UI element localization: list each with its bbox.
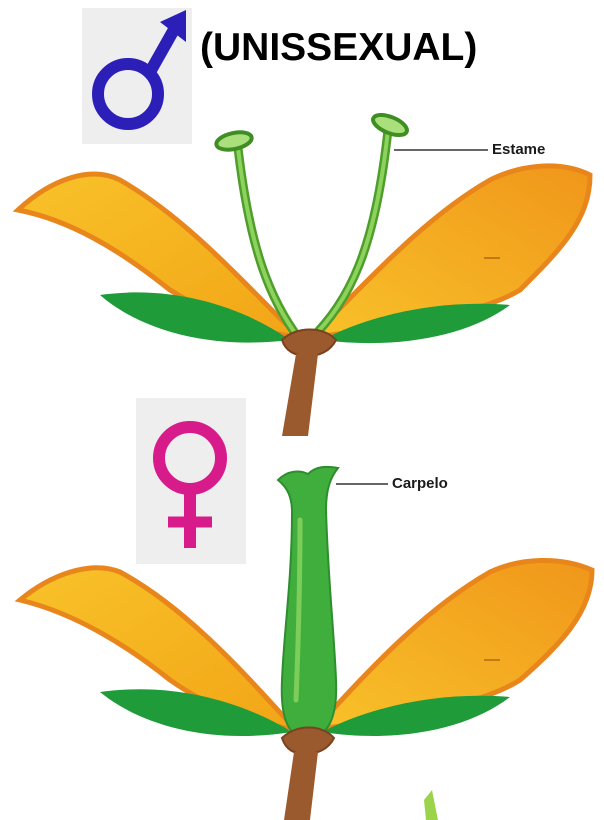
carpel-label: Carpelo (392, 475, 448, 492)
male-flower (18, 111, 590, 436)
male-receptacle (282, 330, 336, 357)
female-stem (284, 752, 318, 820)
stamen-label: Estame (492, 141, 545, 158)
female-carpel (278, 467, 338, 738)
male-stamen-right-anther (370, 111, 409, 139)
grass-fragment (424, 790, 438, 820)
female-receptacle (282, 728, 334, 755)
female-flower (20, 467, 592, 820)
male-stem (282, 354, 318, 436)
male-stamen-left-anther (215, 129, 254, 152)
